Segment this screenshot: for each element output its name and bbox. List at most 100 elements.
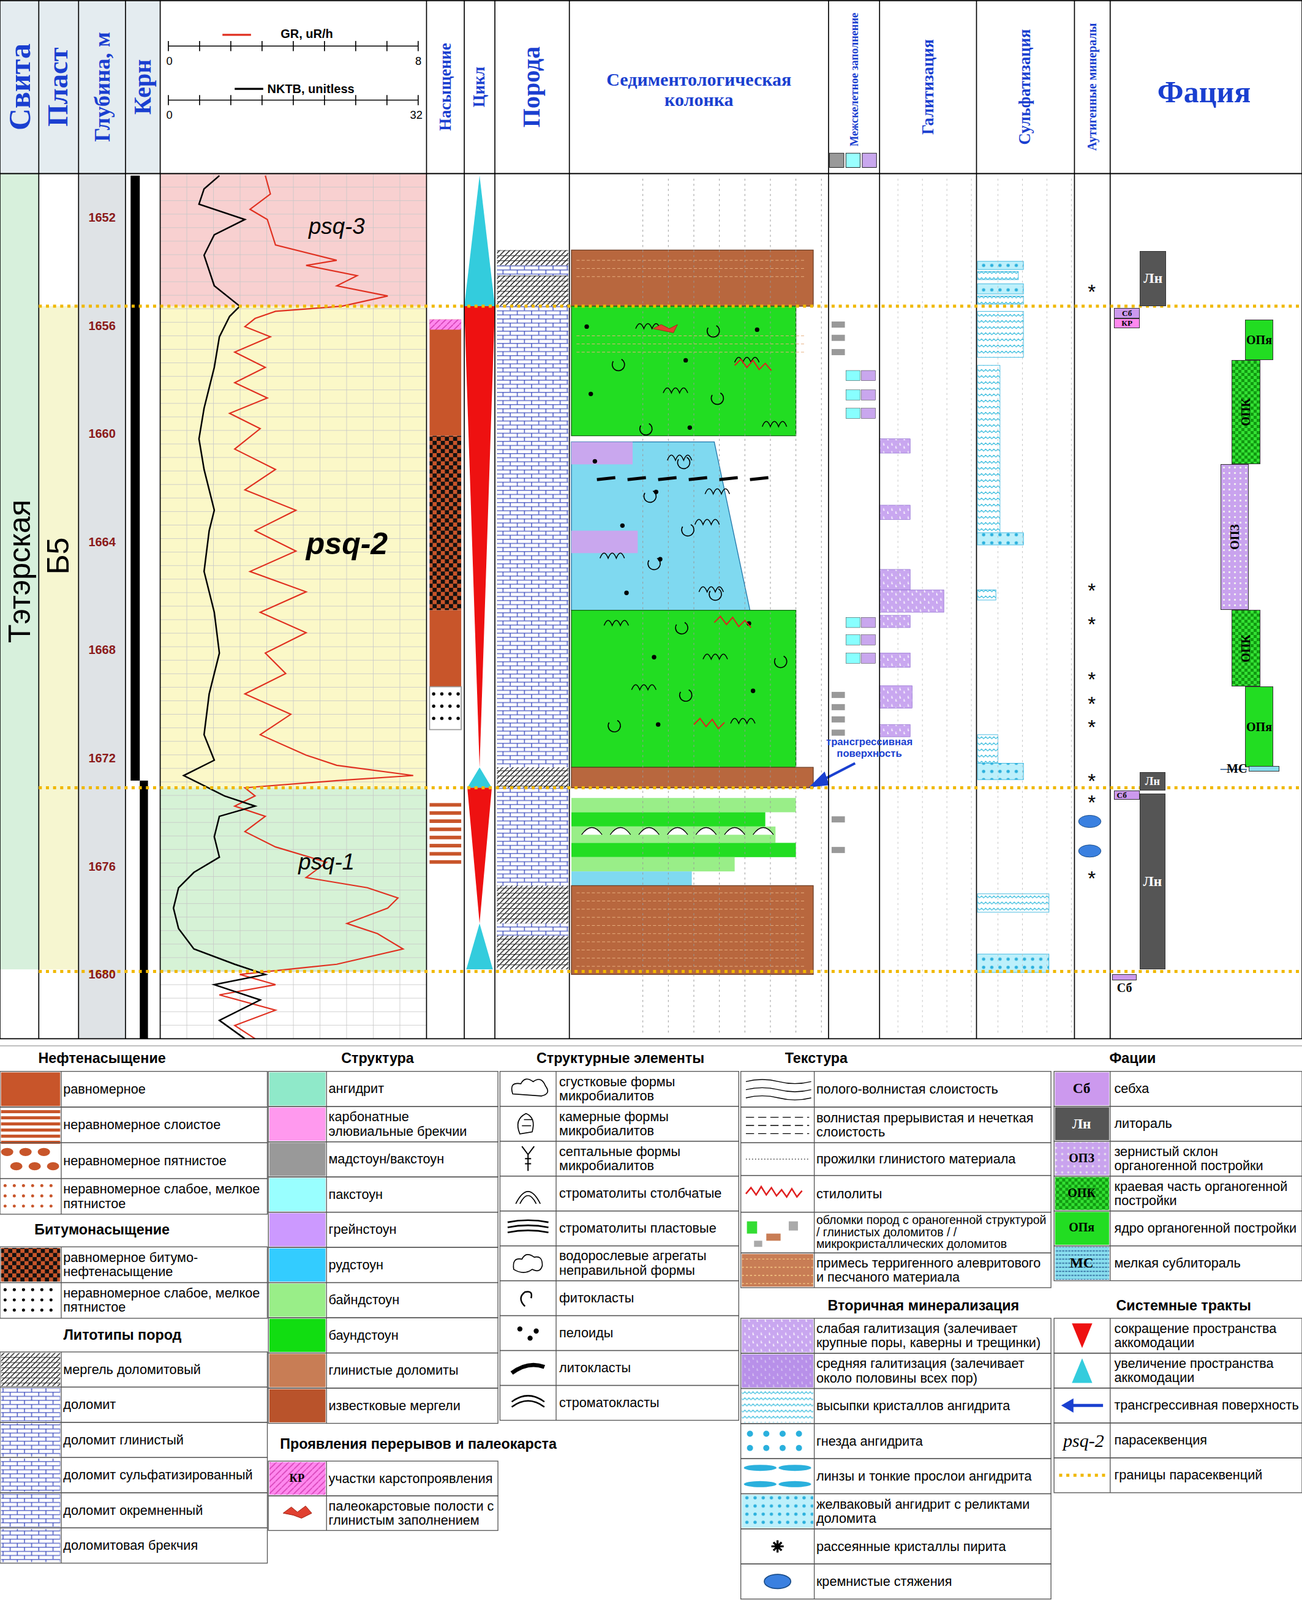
drawing-part [496,249,569,307]
drawing-part [323,94,326,106]
drawing-part [555,1106,557,1142]
drawing-part [571,826,776,844]
drawing-part [977,589,996,601]
facies-box: Сб [1113,308,1140,319]
legend-cell [1053,1106,1302,1142]
label-text: 1680 [88,967,116,982]
drawing-part [741,1425,814,1459]
legend-text: кремнистые стяжения [816,1564,1048,1600]
legend-cell [499,1141,739,1177]
drawing-part [513,1254,542,1273]
drawing-part [19,1148,32,1157]
drawing-part [1,1134,61,1138]
drawing-part [709,589,722,601]
label-text: Б5 [41,537,75,576]
drawing-part [494,0,496,1039]
legend-swatch [269,1142,326,1176]
drawing-part [753,827,774,835]
drawing-part [576,949,806,951]
legend-text: доломит глинистый [63,1422,264,1458]
drawing-part [771,1540,784,1553]
facies-code: ОПК [1238,634,1253,663]
legend-cell [741,1071,1052,1108]
drawing-part [234,88,264,91]
legend-cell [741,1253,1052,1288]
legend-text: парасеквенция [1113,1423,1299,1459]
drawing-part [22,1204,26,1208]
drawing-part [1301,0,1302,1039]
label-text: * [1087,867,1096,890]
drawing-part [576,957,806,959]
drawing-part [0,172,1302,174]
drawing-part [741,1258,814,1260]
legend-cell [741,1458,1052,1494]
drawing-part [879,615,911,628]
drawing-part [1109,1071,1111,1107]
drawing-part [600,553,625,558]
drawing-part [603,620,629,626]
legend-cell [741,1564,1052,1600]
legend-cell [268,1177,498,1212]
drawing-part [977,283,1024,294]
drawing-part [762,421,787,427]
drawing-part [571,442,751,611]
drawing-part [467,788,492,925]
drawing-part [325,1212,327,1248]
label-text: * [1087,716,1096,740]
legend-text: ангидрит [328,1071,495,1107]
drawing-part [568,0,571,1039]
drawing-part [555,1350,557,1386]
label-text: 32 [410,109,423,122]
drawing-part [496,923,569,936]
legend-cell [268,1461,498,1497]
drawing-part [845,635,860,646]
drawing-part [745,1096,812,1101]
drawing-part [1071,1358,1092,1383]
drawing-part [827,0,830,1039]
drawing-part [199,41,201,52]
drawing-part [199,94,201,106]
legend-cell [0,1387,268,1423]
drawing-part [60,1387,62,1423]
drawing-part [1109,1458,1111,1494]
drawing-part [571,530,638,554]
drawing-part [167,94,170,106]
drawing-part [60,1071,62,1108]
drawing-part [429,860,462,865]
drawing-part [695,827,716,835]
drawing-part [571,306,797,437]
legend-swatch [1055,1072,1110,1106]
drawing-part [744,1464,777,1472]
drawing-part [1055,1177,1110,1211]
drawing-part [1,1128,61,1132]
label-text: Порода [518,45,546,127]
drawing-part [571,767,814,788]
drawing-part [741,1494,814,1528]
legend-cell [1053,1353,1302,1389]
drawing-part [31,1204,35,1208]
label-text: МС [1069,1255,1094,1272]
label-text: Седиментологическая колонка [581,69,817,111]
drawing-part [845,370,860,381]
legend-cell [1053,1458,1302,1494]
drawing-part [608,720,621,733]
facies-box: КР [1113,318,1140,329]
drawing-part [1109,1246,1111,1282]
drawing-part [831,334,846,342]
drawing-part [47,1162,60,1171]
drawing-part [507,1220,549,1223]
legend-cell [268,1283,498,1318]
drawing-part [571,610,797,768]
drawing-part [703,654,728,659]
drawing-part [37,0,40,1039]
drawing-part [683,358,688,363]
drawing-part [60,1142,62,1179]
label-text: Аутигенные минералы [1085,15,1099,159]
facies-code: ОПК [1238,398,1253,427]
drawing-part [977,734,998,764]
drawing-part [741,1319,814,1353]
drawing-part [1058,1474,1105,1478]
drawing-part [571,885,814,975]
drawing-part [741,1254,814,1287]
drawing-part [31,1194,35,1198]
